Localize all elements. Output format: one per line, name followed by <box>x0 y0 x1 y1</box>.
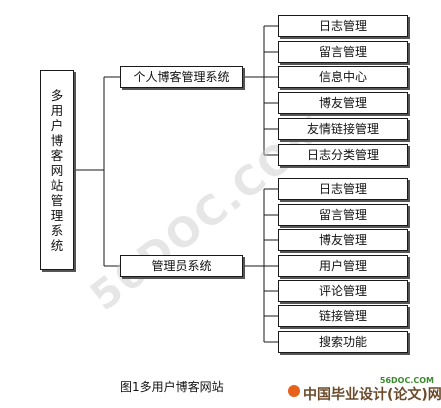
leaf-node: 用户管理 <box>278 255 408 277</box>
root-node: 多 用 户 博 客 网 站 管 理 系 统 <box>40 70 74 270</box>
leaf-node: 博友管理 <box>278 92 408 114</box>
leaf-node: 友情链接管理 <box>278 118 408 140</box>
leaf-node: 日志管理 <box>278 15 408 37</box>
leaf-node: 评论管理 <box>278 280 408 302</box>
logo-text: 中国毕业设计(论文)网 <box>303 387 441 403</box>
root-node-char: 管 <box>50 192 64 208</box>
leaf-node: 日志分类管理 <box>278 144 408 166</box>
logo-circle-icon <box>288 385 300 397</box>
branch-personal-blog-node: 个人博客管理系统 <box>120 66 243 88</box>
root-node-char: 户 <box>50 117 64 133</box>
root-node-char: 博 <box>50 132 64 148</box>
root-node-char: 客 <box>50 147 64 163</box>
root-node-char: 多 <box>50 87 64 103</box>
root-node-char: 系 <box>50 222 64 238</box>
root-node-char: 站 <box>50 177 64 193</box>
leaf-node: 留言管理 <box>278 41 408 63</box>
root-node-char: 理 <box>50 207 64 223</box>
branch-admin-node: 管理员系统 <box>120 255 243 277</box>
leaf-node: 信息中心 <box>278 66 408 88</box>
leaf-node: 留言管理 <box>278 204 408 226</box>
root-node-char: 用 <box>50 102 64 118</box>
leaf-node: 链接管理 <box>278 305 408 327</box>
logo-url: 56DOC.COM <box>379 376 434 385</box>
root-node-char: 网 <box>50 162 64 178</box>
figure-caption: 图1多用户博客网站 <box>120 380 224 394</box>
leaf-node: 博友管理 <box>278 229 408 251</box>
leaf-node: 搜索功能 <box>278 331 408 353</box>
site-logo: 中国毕业设计(论文)网 56DOC.COM <box>288 376 441 406</box>
root-node-char: 统 <box>50 237 64 253</box>
leaf-node: 日志管理 <box>278 178 408 200</box>
